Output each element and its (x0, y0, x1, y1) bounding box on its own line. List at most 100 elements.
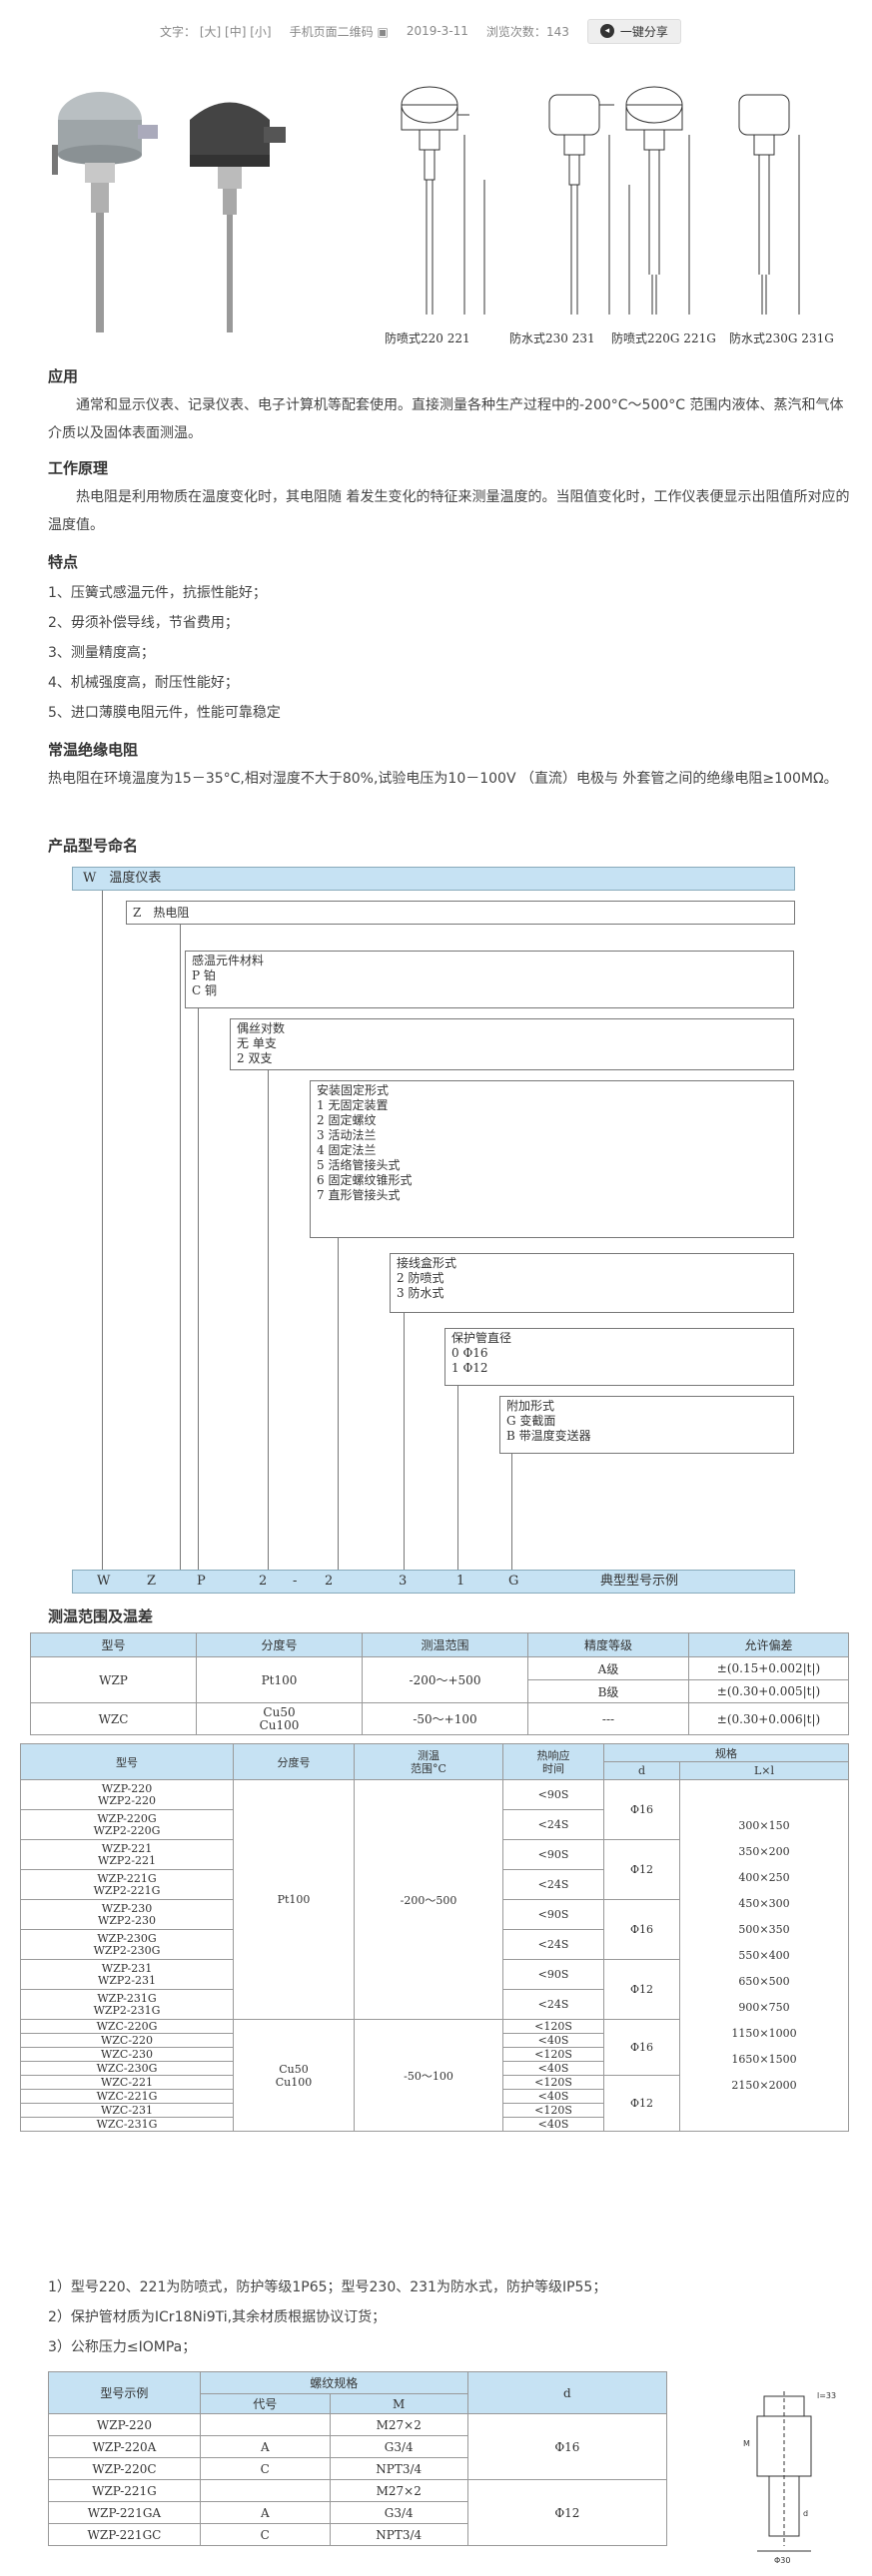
font-size-label: 文字： (160, 24, 197, 39)
naming-pair-box: 偶丝对数 无 单支 2 双支 (230, 1018, 794, 1070)
spec-d: Φ12 (603, 2075, 680, 2132)
spec-model: WZC-230 (20, 2047, 234, 2062)
connector-line (102, 891, 103, 1570)
font-small-link[interactable]: [小] (250, 24, 272, 39)
naming-top-bar: W 温度仪表 (72, 867, 795, 891)
insulation-text: 热电阻在环境温度为15－35°C,相对湿度不大于80%,试验电压为10－100V… (48, 771, 838, 787)
spec-table: 型号 分度号 测温 范围°C 热响应 时间 规格 d L×l WZP-220 W… (20, 1743, 849, 2132)
spec-response-time: <120S (502, 2019, 604, 2034)
application-text: 通常和显示仪表、记录仪表、电子计算机等配套使用。直接测量各种生产过程中的-200… (48, 397, 844, 441)
lxl-value: 300×150 (738, 1818, 790, 1832)
spec-response-time: <24S (502, 1869, 604, 1900)
spec-response-time: <24S (502, 1989, 604, 2020)
lxl-value: 400×250 (738, 1870, 790, 1884)
connector-line (511, 1454, 512, 1570)
spec-model: WZP-231 WZP2-231 (20, 1959, 234, 1990)
product-photo-aluminum-head (52, 92, 158, 332)
drawing-220G-221G (625, 86, 690, 315)
lxl-value: 500×350 (738, 1922, 790, 1936)
caption-220G-221G: 防喷式220G 221G (611, 331, 716, 345)
dim-label-m: M (743, 2439, 750, 2448)
note-1: 1）型号220、221为防喷式，防护等级1P65；型号230、231为防水式，防… (48, 2279, 607, 2295)
caption-230G-231G: 防水式230G 231G (729, 331, 834, 345)
lxl-value: 1150×1000 (731, 2026, 797, 2040)
naming-material-box: 感温元件材料 P 铂 C 铜 (185, 951, 794, 1008)
lxl-value: 350×200 (738, 1844, 790, 1858)
dim-label-d: d (803, 2509, 808, 2518)
accuracy-table: 型号 分度号 测温范围 精度等级 允许偏差 WZP Pt100 -200～+50… (30, 1632, 849, 1735)
connector-line (198, 1008, 199, 1570)
spec-model: WZC-220G (20, 2019, 234, 2034)
caption-220-221: 防喷式220 221 (385, 331, 470, 345)
spec-response-time: <120S (502, 2075, 604, 2090)
spec-model: WZP-221 WZP2-221 (20, 1839, 234, 1870)
spec-response-time: <90S (502, 1899, 604, 1930)
naming-mount-box: 安装固定形式 1 无固定装置 2 固定螺纹 3 活动法兰 4 固定法兰 5 活络… (310, 1080, 794, 1238)
spec-d: Φ16 (603, 1779, 680, 1840)
connector-line (338, 1238, 339, 1570)
spec-response-time: <90S (502, 1959, 604, 1990)
view-count: 浏览次数：143 (485, 24, 569, 39)
spec-row: WZP-231G WZP2-231G <24S (20, 1989, 849, 2020)
connector-line (457, 1386, 458, 1570)
naming-junction-box: 接线盒形式 2 防喷式 3 防水式 (390, 1253, 794, 1313)
spec-model: WZC-220 (20, 2033, 234, 2048)
dim-label-dia: Φ30 (774, 2556, 790, 2565)
dim-label-l: l=33 (817, 2391, 836, 2400)
lxl-value: 2150×2000 (731, 2078, 797, 2092)
connector-line (180, 925, 181, 1570)
spec-response-time: <120S (502, 2047, 604, 2062)
spec-response-time: <40S (502, 2117, 604, 2132)
product-photo-black-head (190, 102, 286, 332)
spec-model: WZC-231G (20, 2117, 234, 2132)
heading-naming: 产品型号命名 (48, 837, 139, 855)
spec-row: WZC-230G<40S (20, 2061, 849, 2076)
spec-response-time: <40S (502, 2033, 604, 2048)
heading-insulation: 常温绝缘电阻 (48, 741, 139, 759)
spec-d: Φ12 (603, 1839, 680, 1900)
spec-model: WZP-230 WZP2-230 (20, 1899, 234, 1930)
spec-row: WZC-231G <40S (20, 2117, 849, 2132)
spec-response-time: <90S (502, 1839, 604, 1870)
spec-d: Φ12 (603, 1959, 680, 2020)
caption-230-231: 防水式230 231 (509, 331, 595, 345)
share-icon: ◂ (599, 24, 614, 38)
fitting-drawing: l=33 Φ30 M d (743, 2391, 836, 2565)
drawing-230-231 (548, 94, 630, 315)
spec-response-time: <24S (502, 1929, 604, 1960)
feature-item: 2、毋须补偿导线，节省费用； (48, 615, 239, 631)
qr-code-link[interactable]: 手机页面二维码 ▣ (289, 24, 389, 39)
naming-tube-box: 保护管直径 0 Φ16 1 Φ12 (444, 1328, 794, 1386)
feature-item: 3、测量精度高； (48, 645, 155, 661)
share-button[interactable]: ◂ 一键分享 (586, 18, 681, 44)
spec-response-time: <120S (502, 2103, 604, 2118)
feature-item: 5、进口薄膜电阻元件，性能可靠稳定 (48, 705, 281, 721)
spec-model: WZP-231G WZP2-231G (20, 1989, 234, 2020)
spec-model: WZP-220G WZP2-220G (20, 1809, 234, 1840)
lxl-value: 450×300 (738, 1896, 790, 1910)
heading-application: 应用 (48, 367, 79, 385)
naming-z-box: Z 热电阻 (126, 901, 795, 925)
spec-grad: Pt100 (233, 1779, 355, 2020)
spec-d: Φ16 (603, 2019, 680, 2076)
note-3: 3）公称压力≤IOMPa； (48, 2339, 197, 2355)
spec-model: WZC-231 (20, 2103, 234, 2118)
spec-response-time: <40S (502, 2061, 604, 2076)
font-large-link[interactable]: [大] (199, 24, 222, 39)
spec-grad: Cu50 Cu100 (233, 2019, 355, 2132)
spec-response-time: <24S (502, 1809, 604, 1840)
lxl-value: 900×750 (738, 2000, 790, 2014)
lxl-value: 650×500 (738, 1974, 790, 1988)
spec-range: -50～100 (354, 2019, 503, 2132)
spec-model: WZP-221G WZP2-221G (20, 1869, 234, 1900)
spec-model: WZP-220 WZP2-220 (20, 1779, 234, 1810)
spec-range: -200～500 (354, 1779, 503, 2020)
principle-text: 热电阻是利用物质在温度变化时，其电阻随 着发生变化的特征来测量温度的。当阻值变化… (48, 489, 850, 533)
lxl-value: 1650×1500 (731, 2052, 797, 2066)
naming-example-bar: W Z P 2 - 2 3 1 G 典型型号示例 (72, 1570, 795, 1594)
publish-date: 2019-3-11 (406, 24, 468, 38)
font-medium-link[interactable]: [中] (225, 24, 247, 39)
